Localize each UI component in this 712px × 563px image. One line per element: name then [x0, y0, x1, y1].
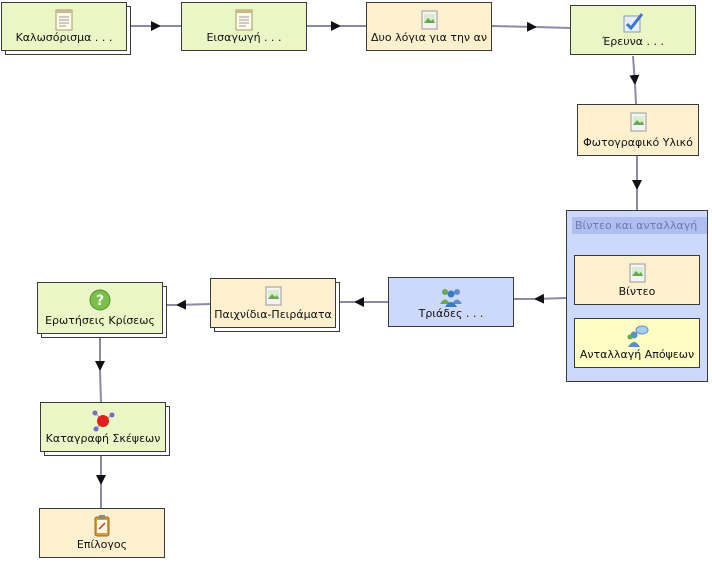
- notepad-icon: [55, 9, 73, 31]
- node-thoughts[interactable]: Καταγραφή Σκέψεων: [40, 402, 166, 452]
- node-video-label: Βίντεο: [618, 285, 656, 298]
- image-icon: [630, 112, 647, 132]
- node-fewwords-label: Δυο λόγια για την αν: [371, 31, 487, 44]
- node-welcome-label: Καλωσόρισμα . . .: [15, 31, 113, 44]
- edge-games-questions: [176, 299, 211, 310]
- node-photos-label: Φωτογραφικό Υλικό: [583, 136, 693, 149]
- svg-text:?: ?: [96, 293, 104, 309]
- image-icon: [265, 286, 282, 306]
- edge-group-triads: [534, 293, 567, 304]
- notepad-icon: [235, 9, 253, 31]
- node-exchange-label: Ανταλλαγή Απόψεων: [579, 348, 695, 361]
- node-photos[interactable]: Φωτογραφικό Υλικό: [577, 104, 699, 156]
- node-epilogue-label: Επίλογος: [76, 538, 128, 551]
- node-research[interactable]: Έρευνα . . .: [570, 5, 696, 55]
- molecule-icon: [92, 410, 115, 432]
- image-icon: [421, 10, 438, 30]
- node-research-label: Έρευνα . . .: [602, 35, 664, 48]
- chat-people-icon: [627, 325, 649, 347]
- group-people-icon: [440, 289, 462, 307]
- node-questions[interactable]: ? Ερωτήσεις Κρίσεως: [37, 282, 163, 334]
- node-video[interactable]: Βίντεο: [574, 255, 700, 305]
- node-games[interactable]: Παιχνίδια-Πειράματα: [210, 278, 336, 328]
- node-epilogue[interactable]: Επίλογος: [39, 508, 165, 558]
- node-triads[interactable]: Τριάδες . . .: [388, 277, 514, 327]
- node-intro-label: Εισαγωγή . . .: [206, 31, 282, 44]
- edge-research-photos: [629, 55, 640, 85]
- node-thoughts-label: Καταγραφή Σκέψεων: [45, 432, 161, 445]
- clipboard-icon: [94, 515, 110, 537]
- question-icon: ?: [89, 289, 111, 311]
- node-games-label: Παιχνίδια-Πειράματα: [214, 308, 332, 321]
- group-video-exchange-title: Βίντεο και ανταλλαγή: [572, 217, 707, 234]
- node-fewwords[interactable]: Δυο λόγια για την αν: [366, 2, 492, 51]
- node-intro[interactable]: Εισαγωγή . . .: [181, 2, 307, 51]
- node-triads-label: Τριάδες . . .: [418, 307, 484, 320]
- image-icon: [629, 263, 646, 283]
- node-welcome[interactable]: Καλωσόρισμα . . .: [1, 2, 127, 51]
- node-exchange[interactable]: Ανταλλαγή Απόψεων: [574, 318, 700, 368]
- checklist-icon: [623, 13, 644, 33]
- edge-fewwords-research: [491, 21, 537, 32]
- node-questions-label: Ερωτήσεις Κρίσεως: [45, 314, 155, 327]
